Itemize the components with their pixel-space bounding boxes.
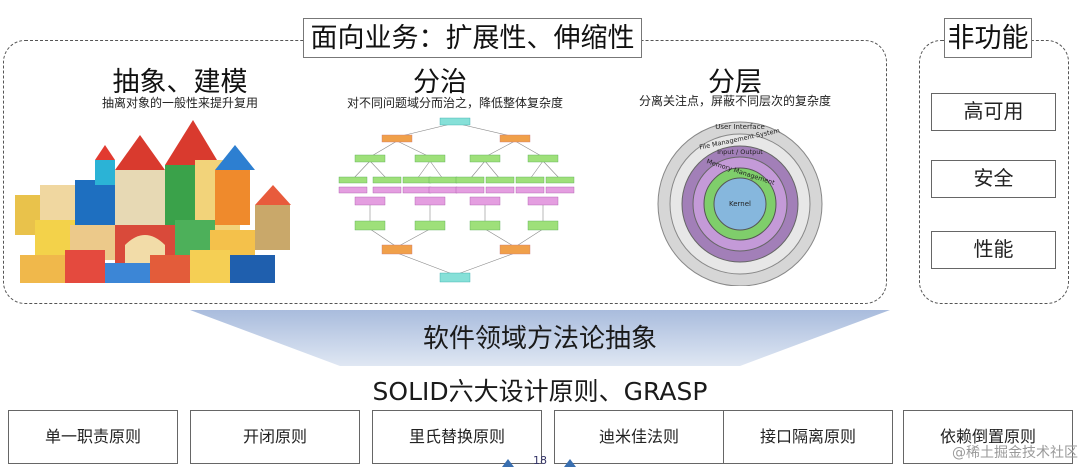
principle-isp: 接口隔离原则 [723,410,893,464]
section-title-layering: 分层 [708,67,762,98]
layer-rings-diagram: User Interface File Management System In… [657,121,823,286]
section-title-divide: 分治 [413,67,467,98]
divide-and-conquer-tree [338,117,575,283]
nf-item-performance: 性能 [931,231,1056,269]
principle-dip: 依赖倒置原则 [903,410,1073,464]
business-title: 面向业务：扩展性、伸缩性 [303,18,642,58]
layer-label-ui: User Interface [715,123,765,131]
funnel-label: 软件领域方法论抽象 [422,324,657,354]
principle-lod: 迪米佳法则 [554,410,724,464]
section-subtitle-layering: 分离关注点，屏蔽不同层次的复杂度 [638,94,831,108]
nf-item-availability: 高可用 [931,93,1056,131]
layer-label-io: Input / Output [717,148,763,156]
non-functional-title: 非功能 [944,18,1032,58]
principles-title: SOLID六大设计原则、GRASP [372,377,708,406]
principle-srp: 单一职责原则 [8,410,178,464]
page-number-marks [502,459,576,467]
section-subtitle-abstraction: 抽离对象的一般性来提升复用 [101,96,258,110]
page-number: 18 [533,454,547,467]
ring-kernel [713,177,767,231]
section-title-abstraction: 抽象、建模 [112,67,248,98]
building-blocks-illustration [15,120,291,283]
funnel-shape [190,310,890,366]
principle-ocp: 开闭原则 [190,410,360,464]
principle-lsp: 里氏替换原则 [372,410,542,464]
layer-label-kernel: Kernel [729,200,751,208]
section-subtitle-divide: 对不同问题域分而治之，降低整体复杂度 [346,96,563,110]
nf-item-security: 安全 [931,160,1056,198]
watermark: @稀土掘金技术社区 [952,445,1078,461]
